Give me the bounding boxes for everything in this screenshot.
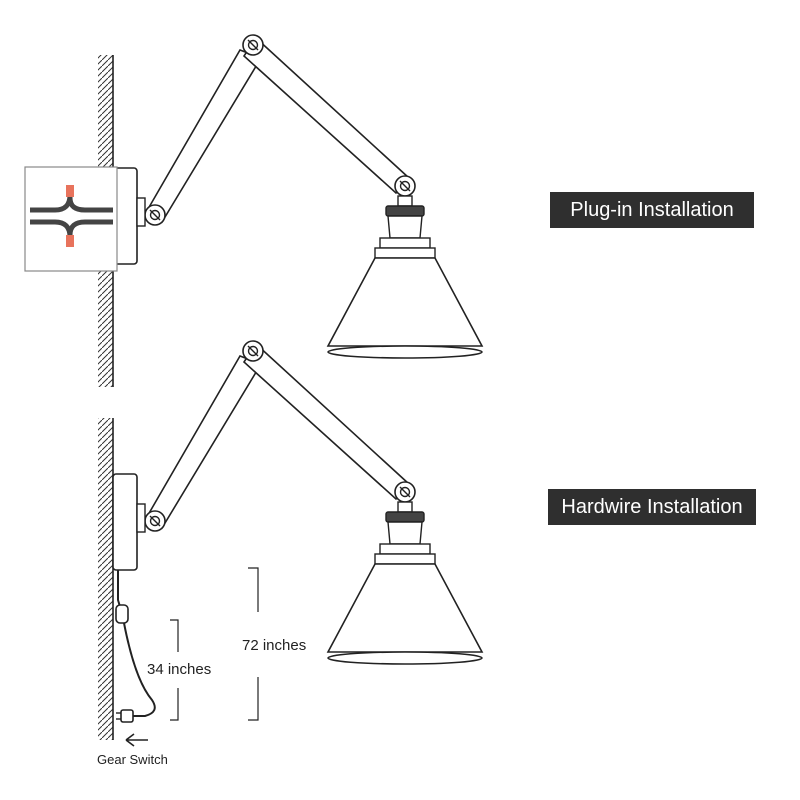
lamp-height-label: 72 inches: [242, 637, 307, 654]
hardwire-panel: [98, 340, 483, 747]
gear-switch-caption: Gear Switch: [97, 752, 168, 767]
bracket-34: [170, 619, 179, 721]
plug-in-panel: [24, 34, 483, 387]
plug-in-installation-label: Plug-in Installation: [550, 192, 754, 228]
power-cord: [115, 570, 156, 723]
cord-height-label: 34 inches: [147, 661, 212, 678]
switch-arrow-icon: [125, 733, 148, 747]
bracket-72: [248, 567, 259, 721]
wall-bottom: [98, 418, 114, 740]
hardwire-lamp: [112, 340, 483, 665]
wiring-detail-box: [24, 166, 118, 272]
plug-in-lamp: [112, 34, 483, 359]
hardwire-installation-label: Hardwire Installation: [548, 489, 756, 525]
